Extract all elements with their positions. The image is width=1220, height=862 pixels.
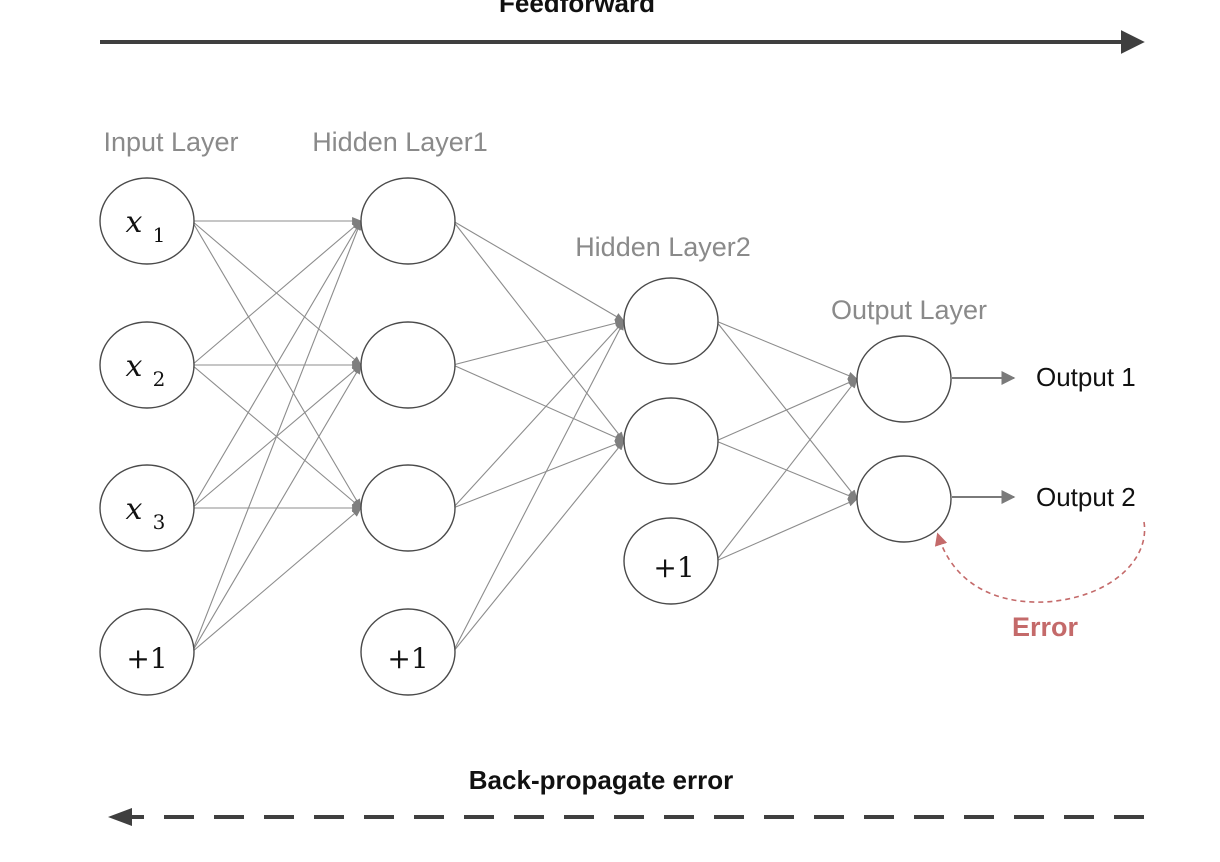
- output-node-1: [856, 335, 952, 423]
- connection-edge: [715, 320, 858, 380]
- connection-edge: [452, 220, 625, 322]
- hidden-layer1-label: Hidden Layer1: [312, 127, 488, 157]
- hidden-layer2-label: Hidden Layer2: [575, 232, 751, 262]
- input-x2-subscript: 2: [153, 367, 166, 391]
- connection-edge: [715, 498, 858, 562]
- input-node-x1: x 1: [99, 177, 195, 265]
- hidden2-node-2: [623, 397, 719, 485]
- connection-edge: [191, 220, 362, 653]
- hidden1-bias-node: +1: [360, 608, 456, 696]
- connection-edge: [452, 319, 625, 366]
- connection-edge: [191, 364, 362, 653]
- connections: [191, 217, 858, 653]
- input-x2-base: x: [126, 349, 143, 384]
- input-layer-label: Input Layer: [103, 127, 238, 157]
- hidden1-bias-label: +1: [387, 642, 428, 675]
- backprop-label: Back-propagate error: [469, 765, 733, 795]
- connection-edge: [191, 220, 362, 509]
- connection-edge: [191, 220, 362, 366]
- connection-edge: [452, 220, 625, 442]
- hidden1-node-2: [360, 321, 456, 409]
- input-x3-subscript: 3: [153, 510, 166, 534]
- input-node-x3: x 3: [99, 464, 195, 552]
- output-layer-label: Output Layer: [831, 295, 987, 325]
- backprop-arrow-head: [108, 808, 132, 826]
- input-bias-node: +1: [99, 608, 195, 696]
- connection-edge: [715, 378, 858, 562]
- output-node-2: [856, 455, 952, 543]
- hidden2-bias-node: +1: [623, 517, 719, 605]
- hidden1-node-1: [360, 177, 456, 265]
- input-bias-label: +1: [126, 642, 167, 675]
- error-curve-arrow: [934, 521, 1146, 603]
- feedforward-label: Feedforward: [499, 0, 655, 18]
- output1-label: Output 1: [1036, 362, 1136, 392]
- error-label: Error: [1012, 612, 1079, 642]
- input-node-x2: x 2: [99, 321, 195, 409]
- input-x1-subscript: 1: [153, 223, 166, 247]
- connection-edge: [452, 364, 625, 442]
- connection-edge: [191, 507, 362, 653]
- connection-edge: [452, 440, 625, 509]
- connection-edge: [452, 320, 625, 509]
- connection-edge: [452, 320, 625, 653]
- connection-edge: [452, 440, 625, 653]
- input-x1-base: x: [126, 205, 143, 240]
- hidden2-node-1: [623, 277, 719, 365]
- hidden1-node-3: [360, 464, 456, 552]
- output2-label: Output 2: [1036, 482, 1136, 512]
- connection-edge: [715, 378, 858, 442]
- input-x3-base: x: [126, 492, 143, 527]
- hidden2-bias-label: +1: [653, 551, 694, 584]
